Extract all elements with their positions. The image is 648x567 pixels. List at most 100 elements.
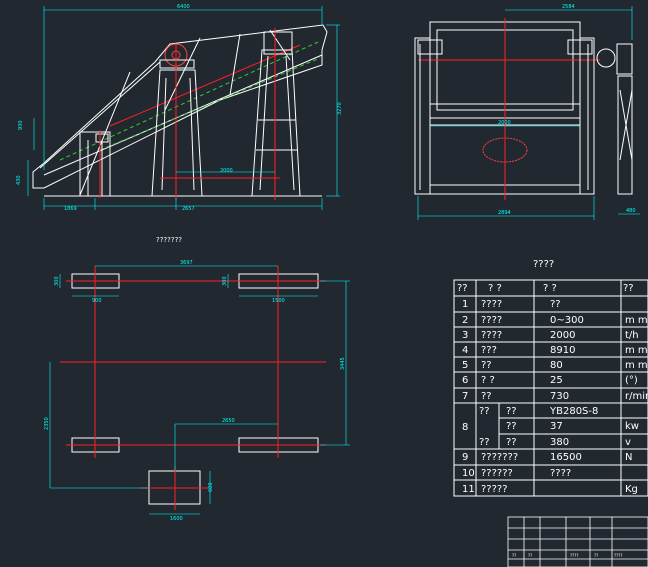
table-row-name: ?? xyxy=(479,437,490,448)
title-cell: ?? xyxy=(528,553,532,558)
dim-front-bottom-left: 1869 xyxy=(64,206,77,212)
table-row-unit: t/h xyxy=(625,330,639,341)
plan-caption: ??????? xyxy=(156,236,182,244)
screen-box-outline xyxy=(32,24,328,189)
plan-dimensions xyxy=(49,265,350,515)
drive-frame-brace xyxy=(619,89,633,161)
side-right-frame xyxy=(579,37,595,195)
drive-pulley-icon xyxy=(596,48,616,68)
table-row-value: ???? xyxy=(550,468,571,479)
table-row-unit: r/min xyxy=(625,391,648,402)
table-row-value: 8910 xyxy=(550,345,575,356)
table-row-value: 730 xyxy=(550,391,569,402)
right-tower-inner xyxy=(259,55,269,191)
drive-frame xyxy=(617,75,633,195)
table-row-unit: m m xyxy=(625,345,648,356)
table-row-name: ???? xyxy=(481,315,502,326)
title-cell: ?? xyxy=(512,553,516,558)
table-row-name: ???? xyxy=(481,330,502,341)
right-tower-cap xyxy=(263,31,293,55)
side-left-frame xyxy=(414,37,431,195)
screen-panel-green-2 xyxy=(99,57,321,151)
table-row-name: ???? xyxy=(481,299,502,310)
middle-support xyxy=(151,69,203,197)
dim-plan-right-height: 3445 xyxy=(340,357,346,370)
right-tower-inner xyxy=(285,55,295,191)
front-elevation-view: 6400 3270 930 430 1869 2000 2657 xyxy=(16,4,343,212)
table-header-value: ? ? xyxy=(543,283,557,294)
spec-table xyxy=(453,279,648,497)
dim-side-inner: 2000 xyxy=(498,120,511,126)
dim-front-left-low: 430 xyxy=(16,175,22,185)
title-cell: ???? xyxy=(570,553,579,558)
dim-plan-pad-h-left: 300 xyxy=(54,276,60,286)
table-row-no: 4 xyxy=(462,345,468,356)
foundation-plan-view: 3697 900 1500 300 300 3445 2350 2650 160… xyxy=(44,260,350,522)
title-block xyxy=(507,516,648,567)
table-header-name: ? ? xyxy=(488,283,502,294)
screen-deck-line xyxy=(43,54,323,176)
side-dimensions xyxy=(417,6,640,220)
dim-side-top: 2584 xyxy=(562,4,575,10)
table-row-unit: m m xyxy=(625,315,648,326)
dim-plan-pad-h-right: 300 xyxy=(222,276,228,286)
table-row-value: 0~300 xyxy=(550,315,584,326)
dim-front-bottom-mid: 2000 xyxy=(220,168,233,174)
dim-front-bottom-right: 2657 xyxy=(182,206,195,212)
spec-table-text: ?? ? ? ? ? ?? xyxy=(457,283,634,294)
table-row-unit: m m xyxy=(625,360,648,371)
screen-centre-red xyxy=(109,44,301,127)
dim-front-left-small: 930 xyxy=(18,120,24,130)
table-row-unit: (°) xyxy=(625,375,638,386)
table-row-name: ?????? xyxy=(481,468,513,479)
table-row-no: 5 xyxy=(462,360,468,371)
middle-support-inner xyxy=(189,77,195,191)
table-row-value: 16500 xyxy=(550,452,582,463)
table-row-value: 2000 xyxy=(550,330,575,341)
table-row-no: 7 xyxy=(462,391,468,402)
screen-deck-line-2 xyxy=(39,61,161,169)
table-row-unit: v xyxy=(625,437,631,448)
side-bracket-right xyxy=(567,39,593,55)
table-row-no: 10 xyxy=(462,468,475,479)
table-row-name: ????? xyxy=(481,484,508,495)
dim-front-height: 3270 xyxy=(337,102,343,115)
drive-motor xyxy=(616,43,633,75)
table-row-name: ?? xyxy=(481,391,492,402)
table-row-name: ?? xyxy=(479,406,490,417)
side-bracket-left xyxy=(417,39,443,55)
table-row-name: ??? xyxy=(481,345,497,356)
table-row-no: 8 xyxy=(462,422,468,433)
table-row-value: YB280S-8 xyxy=(549,406,598,417)
screen-panel-green xyxy=(59,41,319,161)
table-row-no: 11 xyxy=(462,484,475,495)
front-brace xyxy=(269,29,291,61)
table-row-no: 2 xyxy=(462,315,468,326)
table-row-subname: ?? xyxy=(506,421,517,432)
table-row-no: 9 xyxy=(462,452,468,463)
front-dimensions xyxy=(27,6,340,210)
table-row-value: 80 xyxy=(550,360,563,371)
table-row-name: ?? xyxy=(481,360,492,371)
dim-plan-pad-left: 900 xyxy=(92,298,102,304)
table-row-subname: ?? xyxy=(506,437,517,448)
table-row-no: 1 xyxy=(462,299,468,310)
table-row-no: 3 xyxy=(462,330,468,341)
dim-plan-motor-w: 1600 xyxy=(170,516,183,522)
table-row-value: 25 xyxy=(550,375,563,386)
table-row-value: 37 xyxy=(550,421,563,432)
dim-plan-mid: 2650 xyxy=(222,418,235,424)
table-row-unit: N xyxy=(625,452,632,463)
table-row-unit: kw xyxy=(625,421,639,432)
table-row-unit: Kg xyxy=(625,484,638,495)
middle-support-inner xyxy=(161,77,167,191)
table-row-name: ? ? xyxy=(481,375,495,386)
dim-side-bottom: 2894 xyxy=(498,210,511,216)
title-cell: ?? xyxy=(594,553,598,558)
table-row-value: ?? xyxy=(550,299,561,310)
left-support-cap xyxy=(95,133,109,143)
exciter-base xyxy=(159,59,195,69)
front-brace xyxy=(164,37,201,111)
